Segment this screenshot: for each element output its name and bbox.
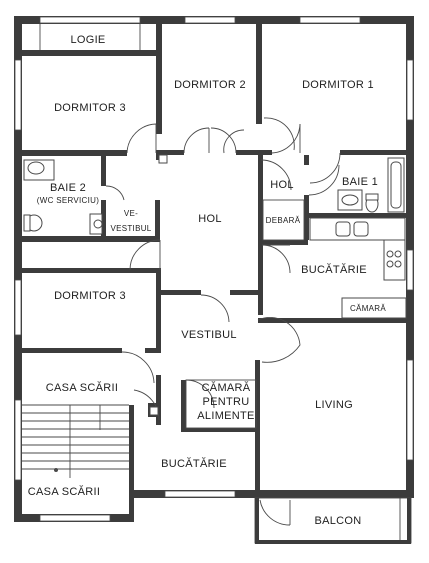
label-baie-1: BAIE 1 xyxy=(342,176,378,188)
baie-2-fixtures xyxy=(23,159,103,235)
label-dormitor-1: DORMITOR 1 xyxy=(302,79,374,91)
label-casa-scarii-bottom: CASA SCĂRII xyxy=(28,485,100,498)
vent-boxes xyxy=(149,154,168,416)
label-casa-scarii-top: CASA SCĂRII xyxy=(46,381,118,394)
camara-alimente-box xyxy=(185,379,257,429)
label-living: LIVING xyxy=(315,399,353,411)
label-bucatarie-right: BUCĂTĂRIE xyxy=(301,263,367,276)
label-debara: DEBARĂ xyxy=(266,216,301,225)
label-bucatarie-bottom: BUCĂTĂRIE xyxy=(161,457,227,470)
door-leaves xyxy=(159,124,301,525)
kitchen-right-fixtures xyxy=(309,217,407,319)
label-dormitor-3-top: DORMITOR 3 xyxy=(54,102,126,114)
label-camara-alimente-1: CĂMARĂ xyxy=(202,381,251,394)
label-vestibul-small-2: VESTIBUL xyxy=(110,224,151,233)
room-labels: LOGIE DORMITOR 3 DORMITOR 2 DORMITOR 1 B… xyxy=(28,34,386,527)
label-hol-small: HOL xyxy=(270,179,294,191)
stairs xyxy=(22,404,129,478)
logie-details xyxy=(39,24,141,50)
label-balcon: BALCON xyxy=(314,515,361,527)
windows xyxy=(14,16,414,522)
label-vestibul-small-1: VE- xyxy=(124,209,138,218)
balcon xyxy=(254,497,412,544)
label-camara-alimente-3: ALIMENTE xyxy=(197,410,254,422)
baie-1-fixtures xyxy=(337,157,405,213)
label-vestibul: VESTIBUL xyxy=(181,329,237,341)
label-baie-2: BAIE 2 xyxy=(50,182,86,194)
label-baie-2-note: (WC SERVICIU) xyxy=(37,196,99,205)
label-dormitor-2: DORMITOR 2 xyxy=(174,79,246,91)
label-camara-alimente-2: PENTRU xyxy=(202,396,249,408)
label-camara-right: CĂMARĂ xyxy=(350,304,386,313)
label-logie: LOGIE xyxy=(70,34,105,46)
label-hol-main: HOL xyxy=(198,213,222,225)
label-dormitor-3-mid: DORMITOR 3 xyxy=(54,290,126,302)
debara-box xyxy=(262,199,305,241)
interior-walls xyxy=(22,24,406,515)
